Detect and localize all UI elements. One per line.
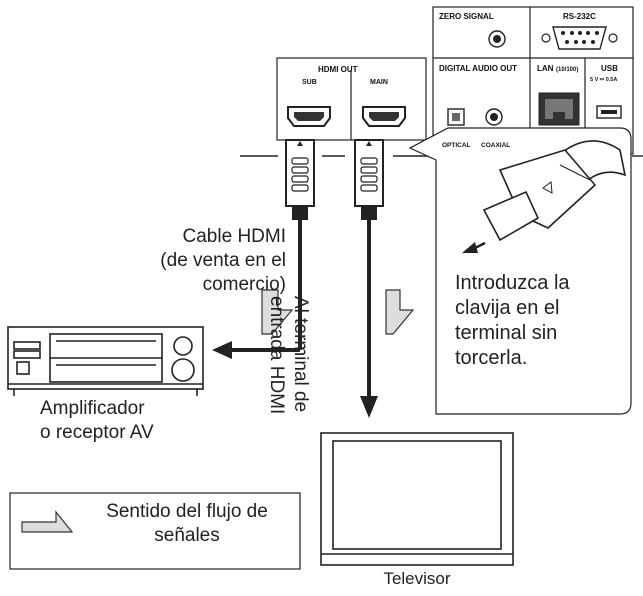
hdmi-main-port bbox=[362, 106, 406, 127]
television-illustration bbox=[320, 432, 514, 566]
legend-text-line: señales bbox=[154, 525, 220, 546]
hdmi-cable-main bbox=[354, 139, 384, 418]
cable-label: Cable HDMI (de venta en el comercio) bbox=[78, 225, 286, 297]
zero-signal-jack bbox=[488, 30, 506, 48]
callout-text-line: terminal sin bbox=[455, 322, 558, 344]
lan-spec-label: (10/100) bbox=[556, 67, 578, 73]
cable-label-line: Cable HDMI bbox=[182, 226, 286, 247]
television-label: Televisor bbox=[383, 569, 451, 588]
amplifier-label-line: o receptor AV bbox=[40, 422, 154, 443]
flow-direction-mark bbox=[385, 289, 415, 335]
rs232c-label: RS-232C bbox=[563, 12, 596, 21]
coaxial-label: COAXIAL bbox=[481, 142, 510, 149]
amplifier-label-line: Amplificador bbox=[40, 398, 145, 419]
hdmi-main-label: MAIN bbox=[370, 79, 388, 86]
digital-audio-out-label: DIGITAL AUDIO OUT bbox=[439, 64, 517, 73]
legend-text: Sentido del flujo de señales bbox=[80, 500, 294, 548]
lan-label: LAN bbox=[537, 64, 554, 73]
flow-direction-mark bbox=[261, 289, 294, 335]
terminal-label-line: entrada HDMI bbox=[266, 296, 287, 415]
usb-port bbox=[596, 105, 622, 119]
hdmi-sub-port bbox=[287, 106, 331, 127]
terminal-label-line: Al terminal de bbox=[290, 296, 311, 413]
callout-text: Introduzca la clavija en el terminal sin… bbox=[455, 271, 625, 371]
optical-label: OPTICAL bbox=[442, 142, 471, 149]
amplifier-label: Amplificador o receptor AV bbox=[40, 397, 240, 445]
usb-label: USB bbox=[601, 64, 618, 73]
optical-port bbox=[447, 108, 465, 126]
callout-text-line: clavija en el bbox=[455, 297, 560, 319]
lan-port bbox=[538, 92, 580, 126]
hdmi-plug-illustration bbox=[462, 140, 627, 253]
hdmi-cable-sub bbox=[212, 139, 315, 359]
cable-label-line: (de venta en el bbox=[160, 250, 286, 271]
hdmi-sub-label: SUB bbox=[302, 79, 317, 86]
usb-spec-label: 5 V ⎓ 0.5A bbox=[590, 77, 617, 83]
rs232c-connector bbox=[541, 26, 618, 50]
hdmi-input-terminal-label: Al terminal de entrada HDMI bbox=[248, 296, 312, 466]
legend-box bbox=[9, 492, 301, 570]
av-receiver-illustration bbox=[7, 326, 204, 396]
legend-text-line: Sentido del flujo de bbox=[106, 501, 268, 522]
cable-label-line: comercio) bbox=[202, 274, 286, 295]
hdmi-out-label: HDMI OUT bbox=[318, 65, 358, 74]
zero-signal-label: ZERO SIGNAL bbox=[439, 12, 494, 21]
coaxial-jack bbox=[485, 108, 503, 126]
callout-text-line: torcerla. bbox=[455, 347, 528, 369]
callout-text-line: Introduzca la bbox=[455, 272, 570, 294]
legend-flow-symbol bbox=[21, 510, 74, 533]
